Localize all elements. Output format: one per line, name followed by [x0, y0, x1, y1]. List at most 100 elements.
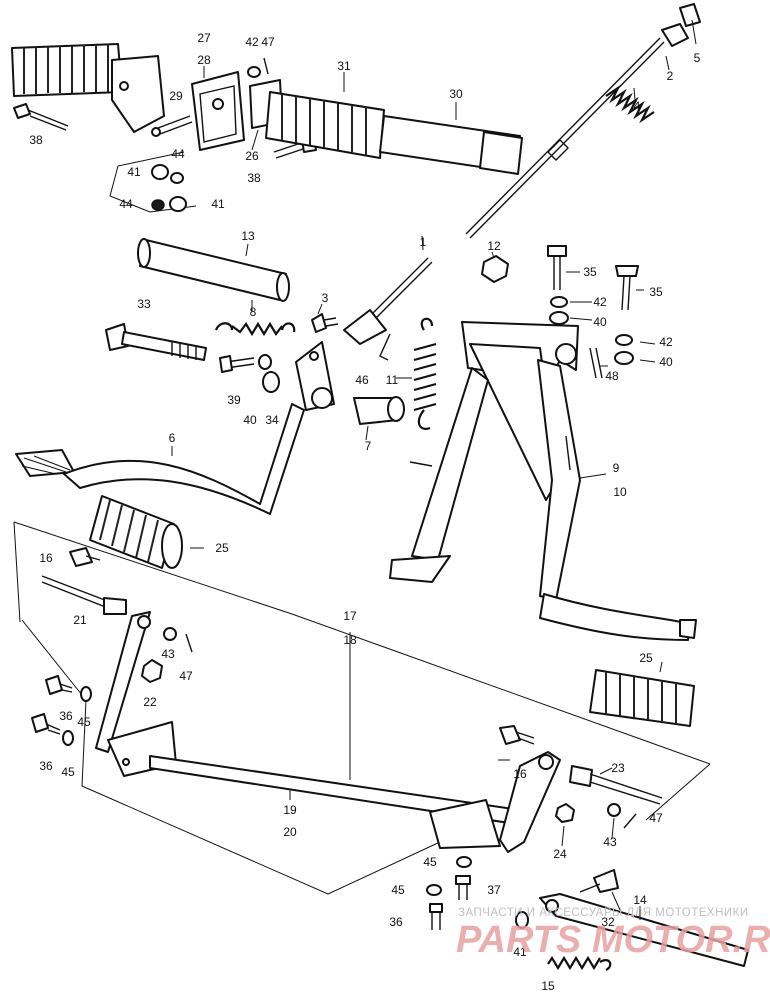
- callout-42-stand-a: 42: [593, 295, 607, 309]
- cotter-47-right: [623, 813, 637, 829]
- bolt-21: [41, 575, 127, 615]
- footpeg-bar-left: [111, 55, 165, 133]
- callout-labels: 1 2 3 4 5 6 7 8 9 10 11 12 13 14 15 16 1…: [29, 31, 700, 993]
- callout-44-upper: 44: [171, 147, 185, 161]
- callout-45-bottom-b: 45: [391, 883, 405, 897]
- callout-10: 10: [613, 485, 627, 499]
- callout-38-mid: 38: [247, 171, 261, 185]
- footpeg-rubber-right-31: [265, 91, 385, 159]
- bolt-35-left: [547, 245, 567, 290]
- callout-20: 20: [283, 825, 297, 839]
- callout-41-bottom: 41: [513, 945, 527, 959]
- pin-29: [151, 115, 193, 137]
- callout-15: 15: [541, 979, 555, 993]
- brake-rod-lower: [343, 257, 433, 345]
- callout-18: 18: [343, 633, 357, 647]
- washer-43-right: [607, 803, 621, 817]
- spring-15: [547, 955, 612, 971]
- callout-25-left: 25: [215, 541, 229, 555]
- callout-22: 22: [143, 695, 157, 709]
- callout-32: 32: [601, 915, 615, 929]
- nut-24: [555, 803, 575, 823]
- callout-41-lower: 41: [211, 197, 225, 211]
- footpeg-bar-30: [379, 115, 523, 175]
- callout-41-upper: 41: [127, 165, 141, 179]
- callout-35-left: 35: [583, 265, 597, 279]
- bolt-36-lower: [31, 713, 61, 735]
- callout-16-right: 16: [513, 767, 527, 781]
- callout-36-lower: 36: [39, 759, 53, 773]
- bolt-38-left: [13, 103, 69, 131]
- callout-34: 34: [265, 413, 279, 427]
- callout-13: 13: [241, 229, 255, 243]
- footpeg-rubber-25-right: [589, 669, 695, 727]
- washer-40-stand-a: [549, 311, 569, 325]
- footpeg-bracket-27-28: [191, 71, 245, 151]
- bolt-35-right: [615, 265, 639, 311]
- nut-41-upper: [151, 164, 169, 180]
- washer-43-left: [163, 627, 177, 641]
- callout-40-pedal: 40: [243, 413, 257, 427]
- brake-pedal-6: [15, 341, 335, 515]
- callout-5: 5: [694, 51, 701, 65]
- nut-42-top: [247, 66, 261, 78]
- pin-48: [589, 347, 603, 379]
- callout-36-bottom: 36: [389, 915, 403, 929]
- callout-1: 1: [420, 235, 427, 249]
- bracket-16-left: [69, 547, 101, 567]
- footpeg-rubber-25-left: [89, 495, 183, 569]
- bolt-23: [569, 765, 663, 805]
- callout-45-lower: 45: [61, 765, 75, 779]
- collar-7: [353, 396, 405, 425]
- bolt-32: [579, 869, 619, 893]
- washer-40-stand-b: [614, 351, 634, 365]
- callout-21: 21: [73, 613, 87, 627]
- callout-9: 9: [613, 461, 620, 475]
- nut-22: [141, 659, 163, 683]
- nut-41-lower: [169, 196, 187, 212]
- bolt-36-bottom: [429, 903, 443, 930]
- cotter-47-top: [263, 57, 269, 75]
- callout-25-right: 25: [639, 651, 653, 665]
- callout-44-lower: 44: [119, 197, 133, 211]
- callout-40-stand-a: 40: [593, 315, 607, 329]
- pin-46: [379, 333, 391, 361]
- callout-47-top: 47: [261, 35, 275, 49]
- callout-43-left: 43: [161, 647, 175, 661]
- callout-11: 11: [386, 373, 399, 387]
- leader-lines: [171, 19, 697, 920]
- bracket-16-right: [499, 725, 535, 745]
- callout-3: 3: [322, 291, 329, 305]
- washer-45-upper: [80, 686, 92, 702]
- callout-48: 48: [605, 369, 619, 383]
- watermark-tagline: ЗАПЧАСТИ И АКСЕССУАРЫ ДЛЯ МОТОТЕХНИКИ: [458, 907, 749, 919]
- callout-33: 33: [137, 297, 151, 311]
- washer-44-upper: [170, 172, 184, 184]
- washer-45-bottom-b: [426, 884, 442, 896]
- stand-arm-14: [539, 893, 749, 967]
- callout-38-left: 38: [29, 133, 43, 147]
- callout-31: 31: [337, 59, 351, 73]
- callout-39: 39: [227, 393, 241, 407]
- bracket-guide-lines: [109, 151, 197, 213]
- callout-28: 28: [197, 53, 211, 67]
- pivot-pipe-13: [137, 238, 290, 302]
- callout-23: 23: [611, 761, 625, 775]
- callout-2: 2: [667, 69, 674, 83]
- callout-47-right: 47: [649, 811, 663, 825]
- pivot-shaft-33: [105, 323, 207, 361]
- cotter-47-left: [185, 633, 193, 653]
- callout-19: 19: [283, 803, 297, 817]
- callout-6: 6: [169, 431, 176, 445]
- callout-26: 26: [245, 149, 259, 163]
- washer-45-bottom-a: [456, 856, 472, 868]
- callout-8: 8: [250, 305, 257, 319]
- callout-42-top: 42: [245, 35, 259, 49]
- callout-16-left: 16: [39, 551, 53, 565]
- washer-44-lower: [151, 199, 165, 211]
- callout-37: 37: [487, 883, 501, 897]
- callout-45-upper: 45: [77, 715, 91, 729]
- callout-14: 14: [633, 893, 647, 907]
- callout-35-right: 35: [649, 285, 663, 299]
